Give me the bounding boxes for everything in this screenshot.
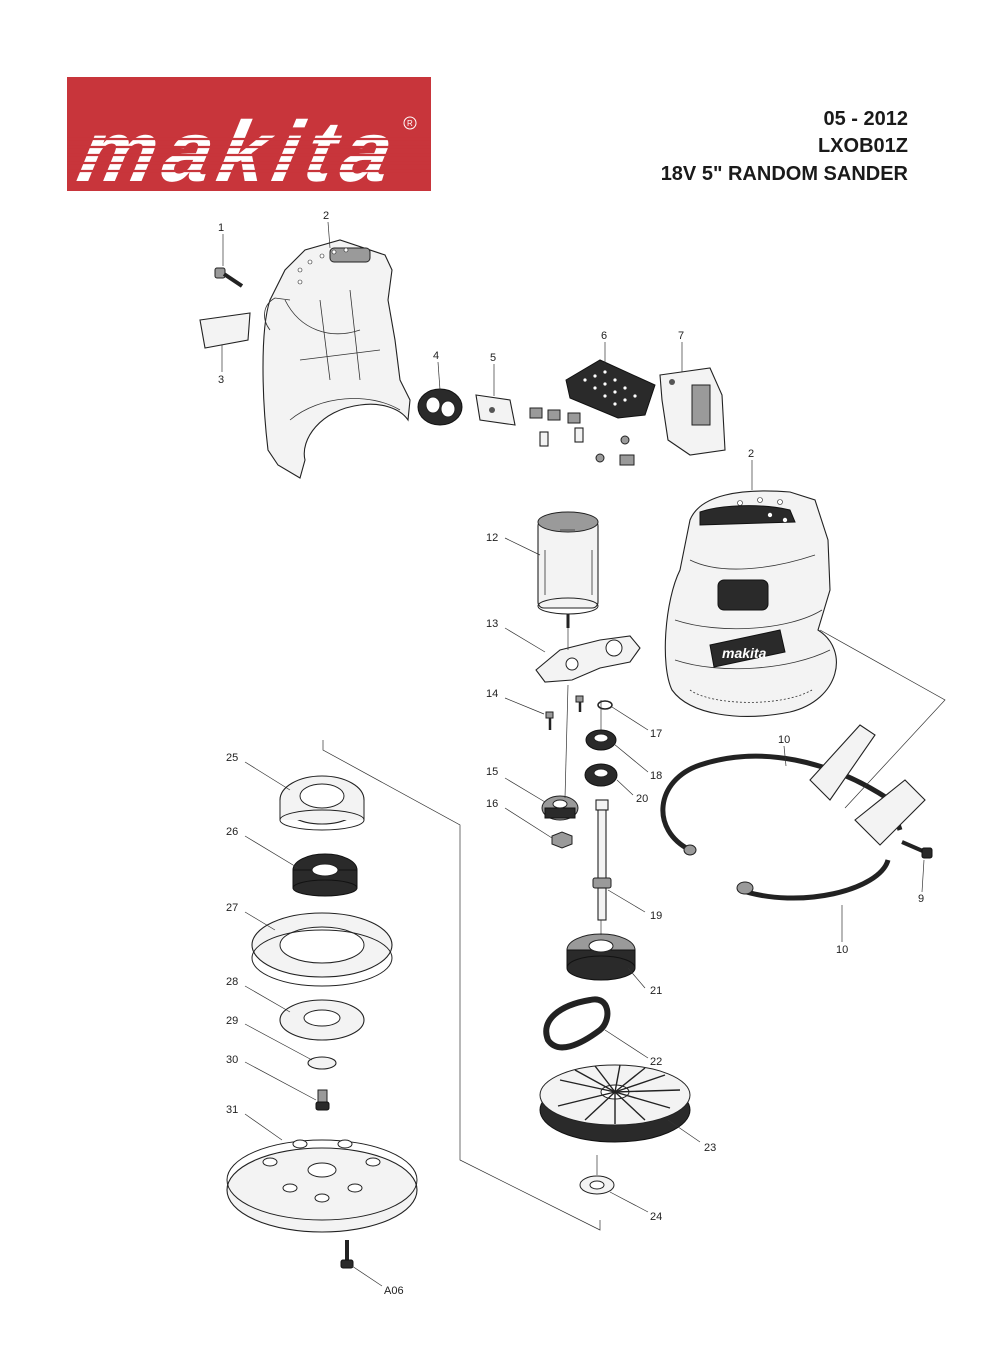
label-19: 19 [650,910,662,922]
bearing-20 [584,763,618,787]
label-12: 12 [486,532,498,544]
label-5: 5 [490,352,496,364]
screw-A06 [340,1240,354,1269]
header-date: 05 - 2012 [823,108,908,130]
label-24: 24 [650,1211,662,1223]
label-13: 13 [486,618,498,630]
housing-left-half [262,239,411,479]
label-28: 28 [226,976,238,988]
controller-6 [565,359,656,419]
label-26: 26 [226,826,238,838]
label-20: 20 [636,793,648,805]
registered-mark-icon [403,116,417,130]
assembly-lines [322,628,946,1231]
label-3: 3 [218,374,224,386]
housing-logo-text: makita [722,645,767,661]
bearing-26 [292,853,358,897]
label-17: 17 [650,728,662,740]
label-14: 14 [486,688,498,700]
washer-29 [307,1056,337,1070]
label-7: 7 [678,330,684,342]
label-15: 15 [486,766,498,778]
label-22: 22 [650,1056,662,1068]
label-25: 25 [226,752,238,764]
switch-5 [475,394,516,426]
part-number-labels: 1 2 3 4 5 6 7 2 12 13 14 17 18 20 15 16 … [218,210,924,1297]
nut-16 [551,831,573,849]
label-27: 27 [226,902,238,914]
label-10b: 10 [836,944,848,956]
label-A06: A06 [384,1285,404,1297]
belt-22 [543,996,611,1051]
terminals [529,407,635,466]
label-23: 23 [704,1142,716,1154]
washer-24 [579,1175,615,1195]
flange-25 [279,775,365,831]
pulley-15 [541,795,579,821]
leader-lines [221,221,925,1287]
screw-1 [214,267,244,288]
header-model: LXOB01Z [817,135,908,157]
seal-4 [417,388,463,426]
motor-12 [537,511,599,628]
label-18: 18 [650,770,662,782]
label-9: 9 [918,893,924,905]
screw-14 [545,711,554,730]
header-product: 18V 5" RANDOM SANDER [660,163,908,185]
label-31: 31 [226,1104,238,1116]
ring-27 [251,912,393,987]
label-10a: 10 [778,734,790,746]
screw-30 [315,1089,330,1111]
screw-9 [901,840,933,859]
plate-28 [279,999,365,1041]
motor-plate-13 [535,635,641,683]
label-21: 21 [650,985,662,997]
label-16: 16 [486,798,498,810]
dust-nozzle-10 [660,724,926,901]
label-1: 1 [218,222,224,234]
screw-14b [575,695,584,712]
gear-pulley-21 [566,933,636,981]
spindle-19 [592,799,612,921]
bearing-18 [585,729,617,751]
label-2a: 2 [323,210,329,222]
fan-23 [539,1064,691,1143]
terminal-block-7 [659,367,726,456]
logo-stripes [67,137,431,173]
retaining-ring-17 [597,700,613,710]
housing-assembled: makita [664,490,837,717]
svg-text:R: R [407,119,413,128]
label-29: 29 [226,1015,238,1027]
label-6: 6 [601,330,607,342]
label-4: 4 [433,350,439,362]
label-plate-3 [199,312,251,349]
label-30: 30 [226,1054,238,1066]
makita-logo: makita R [67,77,431,191]
pad-31 [226,1139,418,1233]
label-2b: 2 [748,448,754,460]
